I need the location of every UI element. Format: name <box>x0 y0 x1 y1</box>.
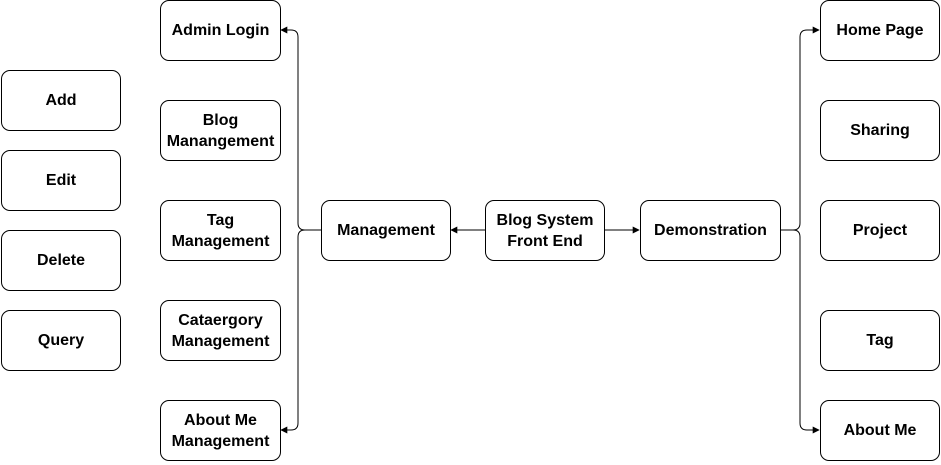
tag-node: Tag <box>820 310 940 371</box>
blog-management-node: Blog Manangement <box>160 100 281 161</box>
blog-system-node: Blog System Front End <box>485 200 605 261</box>
edge-demonstration-to-about-me <box>780 229 820 434</box>
edit-node: Edit <box>1 150 121 211</box>
home-page-node: Home Page <box>820 0 940 61</box>
about-me-node: About Me <box>820 400 940 461</box>
admin-login-node: Admin Login <box>160 0 281 61</box>
query-node: Query <box>1 310 121 371</box>
project-node: Project <box>820 200 940 261</box>
category-management-node: Cataergory Management <box>160 300 281 361</box>
tag-management-node: Tag Management <box>160 200 281 261</box>
demonstration-node: Demonstration <box>640 200 781 261</box>
edge-management-to-about-me-management <box>280 229 321 434</box>
edge-management-to-admin-login <box>280 26 321 231</box>
edge-demonstration-to-home-page <box>780 26 820 231</box>
add-node: Add <box>1 70 121 131</box>
sharing-node: Sharing <box>820 100 940 161</box>
about-me-management-node: About Me Management <box>160 400 281 461</box>
management-node: Management <box>321 200 451 261</box>
delete-node: Delete <box>1 230 121 291</box>
